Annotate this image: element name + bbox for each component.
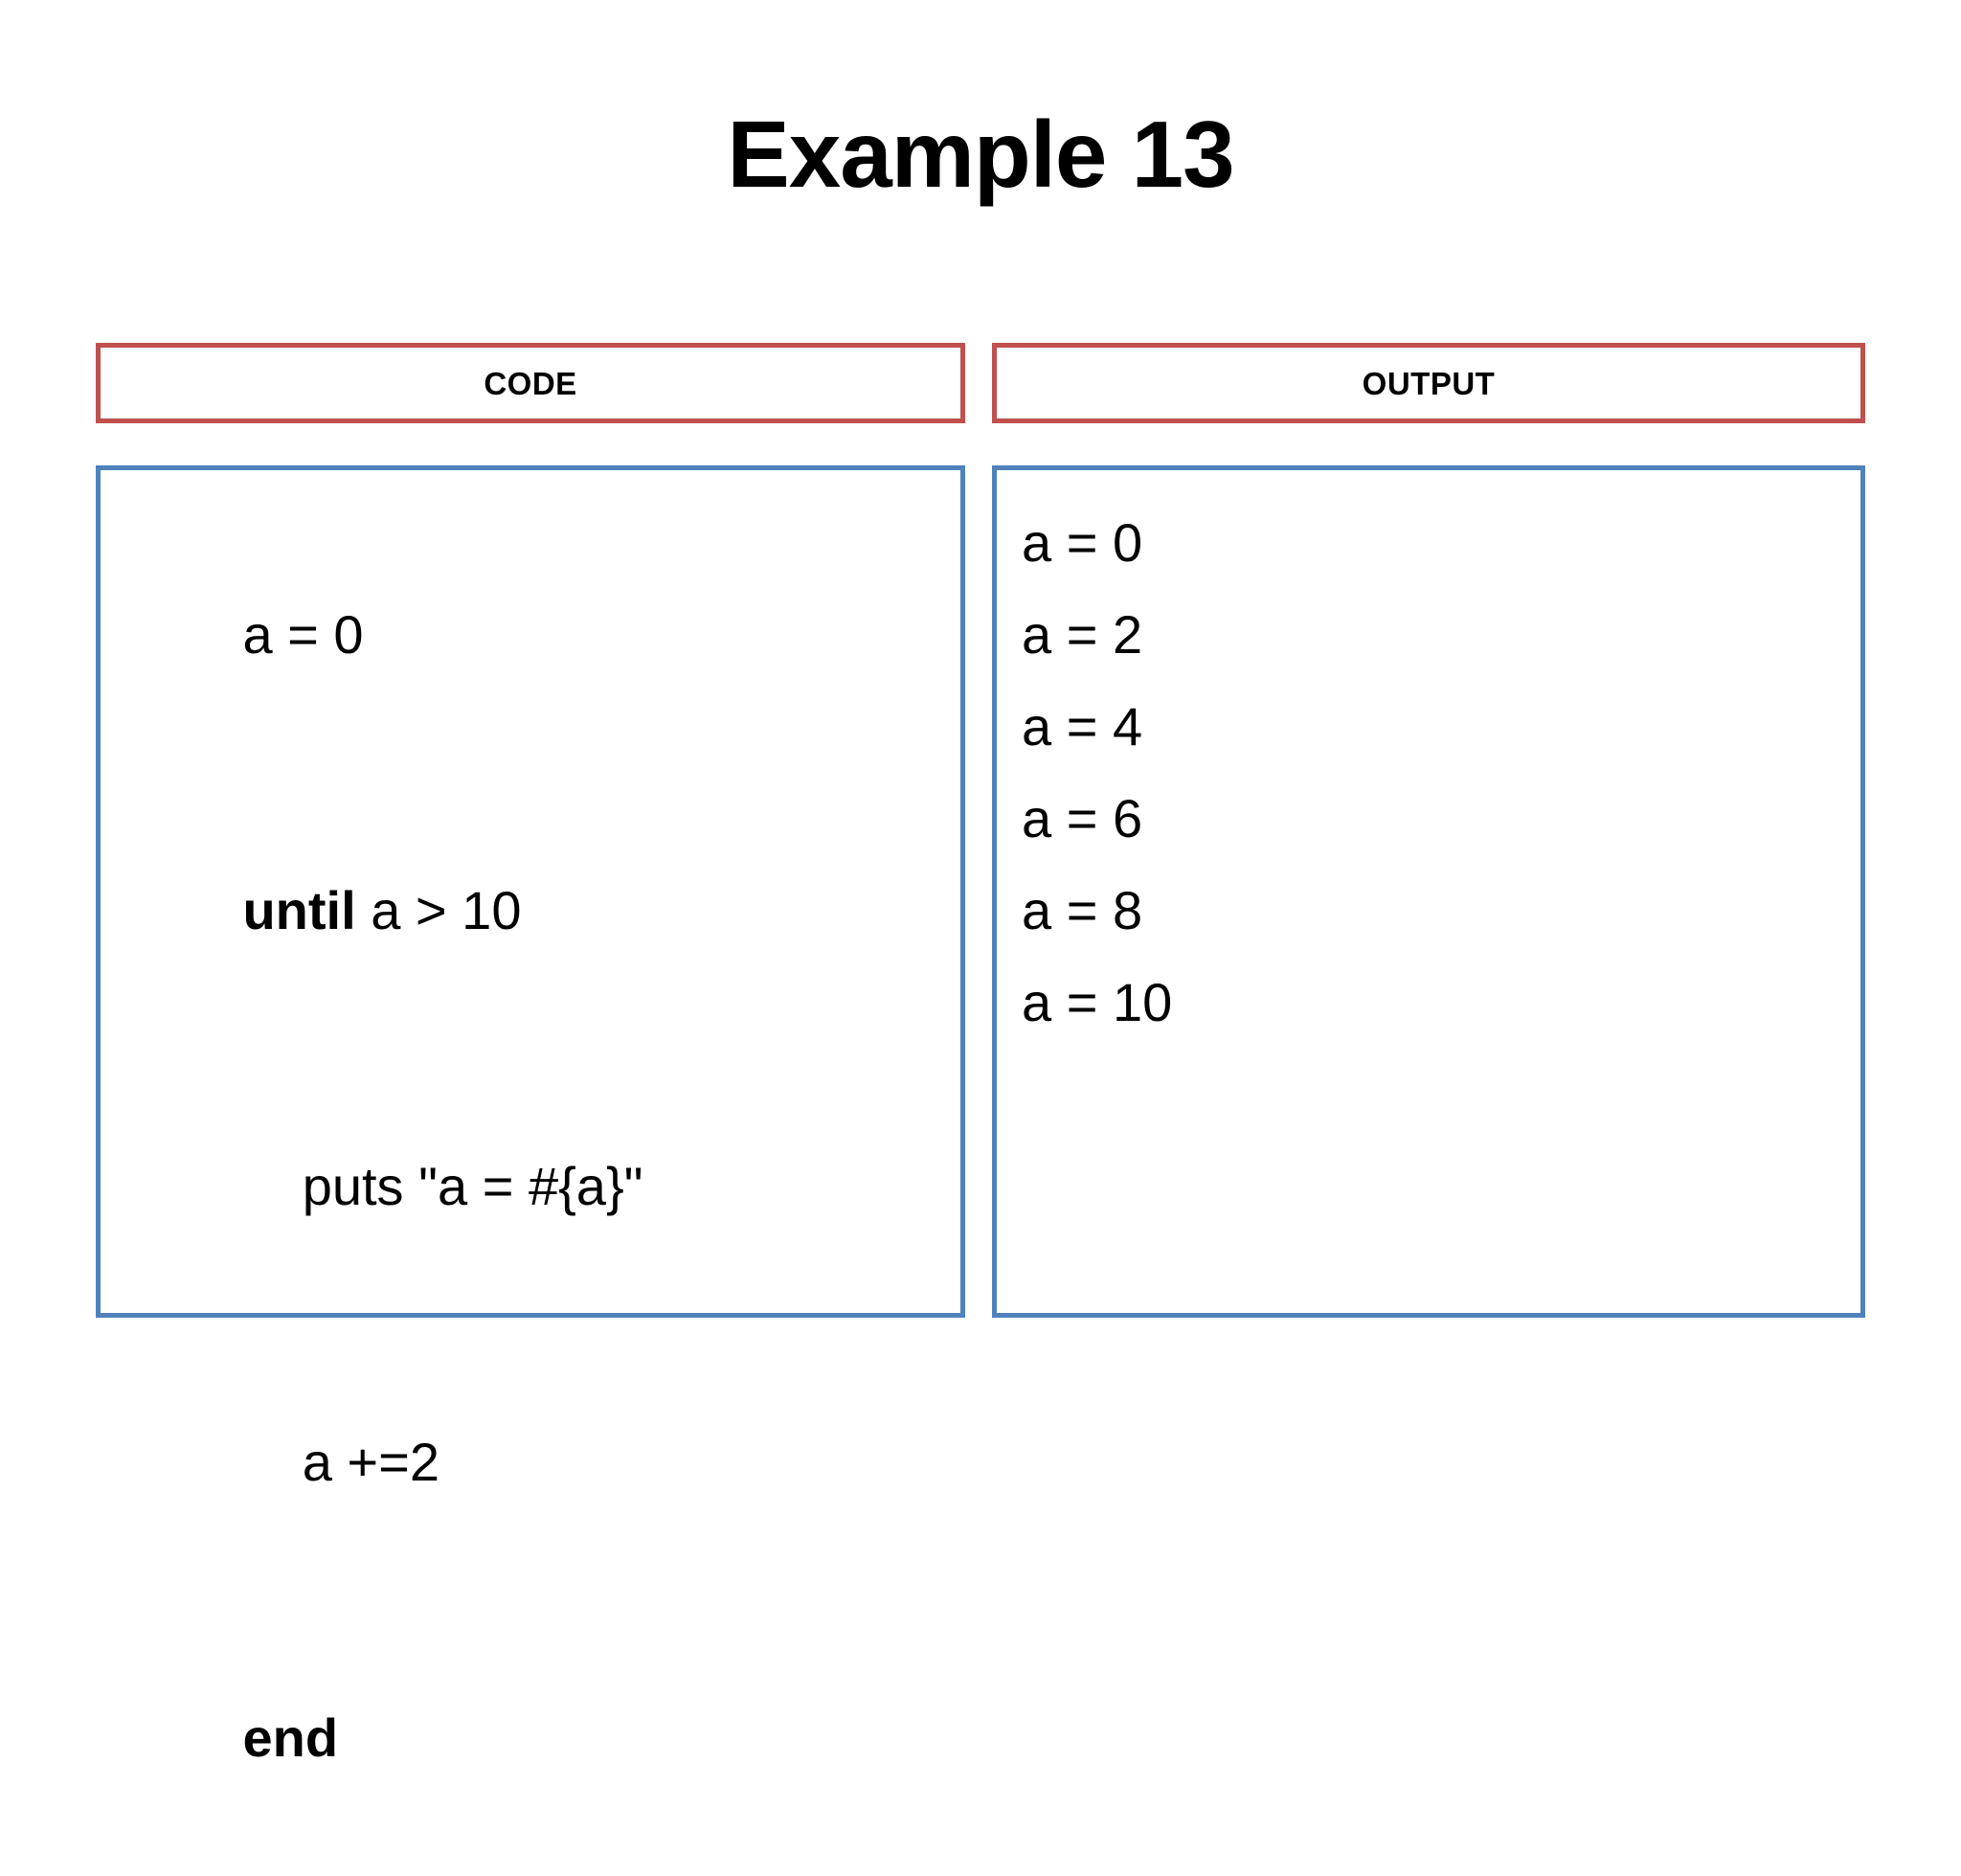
- output-line: a = 8: [1022, 880, 1143, 940]
- output-listing: a = 0 a = 2 a = 4 a = 6 a = 8 a = 10: [1022, 497, 1851, 1049]
- output-line: a = 10: [1022, 972, 1173, 1032]
- code-line: a +=2: [124, 1324, 951, 1600]
- output-content-box: a = 0 a = 2 a = 4 a = 6 a = 8 a = 10: [992, 465, 1865, 1318]
- code-text: puts "a = #{a}": [242, 1156, 643, 1216]
- output-line: a = 6: [1022, 788, 1143, 848]
- code-header-bar: CODE: [96, 343, 965, 423]
- code-text: a = 0: [242, 604, 364, 665]
- code-text: a > 10: [355, 880, 522, 940]
- code-text: a +=2: [242, 1432, 440, 1492]
- output-header-label: OUTPUT: [1362, 365, 1496, 401]
- page-title: Example 13: [727, 102, 1234, 207]
- output-line: a = 2: [1022, 604, 1143, 665]
- output-header-bar: OUTPUT: [992, 343, 1865, 423]
- code-keyword: until: [242, 880, 356, 940]
- code-header-label: CODE: [484, 365, 577, 401]
- code-listing: a = 0 until a > 10 puts "a = #{a}" a +=2…: [124, 497, 951, 1876]
- output-line: a = 0: [1022, 512, 1143, 573]
- slide-canvas: Example 13 CODE OUTPUT a = 0 until a > 1…: [96, 102, 1865, 1768]
- code-content-box: a = 0 until a > 10 puts "a = #{a}" a +=2…: [96, 465, 965, 1768]
- code-line: end: [124, 1600, 951, 1876]
- output-line: a = 4: [1022, 696, 1143, 757]
- code-line: a = 0: [124, 497, 951, 773]
- code-keyword: end: [242, 1707, 339, 1768]
- code-line: puts "a = #{a}": [124, 1049, 951, 1324]
- code-line: until a > 10: [124, 773, 951, 1049]
